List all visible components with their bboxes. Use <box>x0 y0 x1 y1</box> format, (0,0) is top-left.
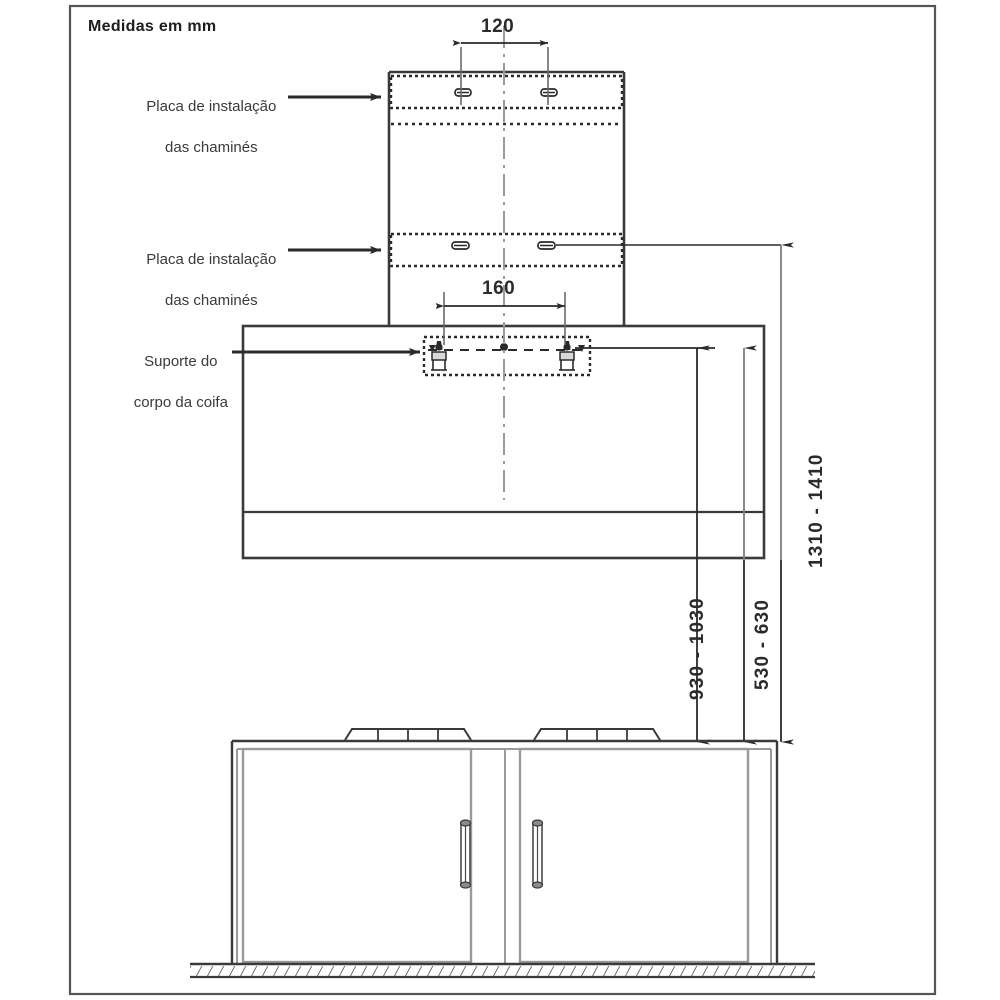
burner-grate-left <box>344 728 472 741</box>
hood-support-bracket-zone <box>422 335 715 377</box>
callout-chimney-plate-lower: Placa de instalação das chaminés <box>118 229 288 332</box>
callout-line-1: Placa de instalação <box>146 97 277 115</box>
support-screw-center <box>500 343 508 351</box>
chimney-duct <box>387 70 626 325</box>
cabinet-right <box>518 747 750 964</box>
cabinet-side-walls <box>236 748 772 965</box>
page-title: Medidas em mm <box>88 18 217 35</box>
chimney-plate-lower-graphic <box>389 232 781 268</box>
callout-line-2: das chaminés <box>165 292 258 310</box>
dimension-160 <box>435 292 566 345</box>
fixing-slot-right <box>540 88 558 97</box>
chimney-plate-upper-graphic <box>389 74 624 126</box>
callout-line-1: Suporte do <box>144 352 218 370</box>
cabinet-left <box>241 747 473 964</box>
dimension-label-160: 160 <box>482 278 516 299</box>
support-screw-right <box>559 341 575 371</box>
cabinet-handle-right <box>531 819 544 889</box>
cabinet-handle-left <box>459 819 472 889</box>
burner-grate-right <box>533 728 661 741</box>
page-frame <box>68 4 937 996</box>
dimension-label-hood-to-cooktop: 930 - 1030 <box>687 597 708 700</box>
callout-line-2: das chaminés <box>165 139 258 157</box>
countertop <box>230 739 779 965</box>
dimension-120 <box>452 40 549 105</box>
fixing-slot-lower-right <box>537 241 556 250</box>
dimension-label-total-height: 1310 - 1410 <box>806 453 827 568</box>
vertical-dimension-lines <box>696 242 794 745</box>
floor-line <box>190 962 815 979</box>
callout-chimney-plate-upper: Placa de instalação das chaminés <box>118 76 288 179</box>
callout-line-1: Placa de instalação <box>146 250 277 268</box>
dimension-label-120: 120 <box>481 16 515 37</box>
fixing-slot-left <box>454 88 472 97</box>
support-screw-left <box>431 341 447 371</box>
callout-line-2: corpo da coifa <box>133 394 228 412</box>
callout-hood-support: Suporte do corpo da coifa <box>100 331 245 434</box>
dimension-label-support-to-cooktop: 530 - 630 <box>752 598 773 690</box>
fixing-slot-lower-left <box>451 241 470 250</box>
